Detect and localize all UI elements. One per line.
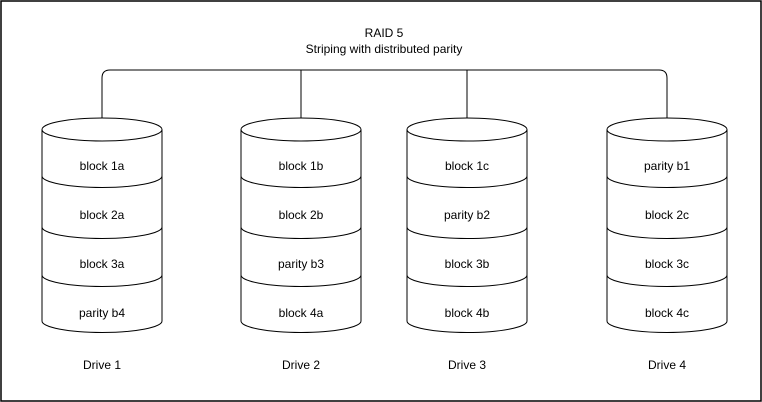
block-label: block 2a — [80, 208, 125, 222]
block-divider — [41, 226, 163, 239]
diagram-subtitle: Striping with distributed parity — [306, 42, 463, 56]
cylinder-top-ellipse — [240, 117, 362, 142]
cylinder-body — [41, 129, 163, 333]
block-label: block 4a — [279, 306, 324, 320]
block-divider — [606, 226, 728, 239]
block-divider — [41, 175, 163, 188]
block-label: parity b1 — [644, 159, 690, 173]
block-label: block 1a — [80, 159, 125, 173]
block-divider — [406, 226, 528, 239]
block-label: block 3a — [80, 257, 125, 271]
block-label: block 1c — [445, 159, 489, 173]
drive-3-cylinder: block 1c parity b2 block 3b block 4b Dri… — [406, 117, 528, 372]
cylinder-top-ellipse — [406, 117, 528, 142]
block-divider — [606, 175, 728, 188]
drive-label: Drive 3 — [448, 358, 486, 372]
block-divider — [240, 274, 362, 287]
block-label: block 4c — [645, 306, 689, 320]
cylinder-top-ellipse — [41, 117, 163, 142]
block-label: parity b4 — [79, 306, 125, 320]
block-label: parity b2 — [444, 208, 490, 222]
block-label: block 1b — [279, 159, 324, 173]
drive-label: Drive 1 — [83, 358, 121, 372]
cylinder-top-ellipse — [606, 117, 728, 142]
drive-label: Drive 4 — [648, 358, 686, 372]
drive-4-cylinder: parity b1 block 2c block 3c block 4c Dri… — [606, 117, 728, 372]
block-divider — [41, 274, 163, 287]
drive-1-cylinder: block 1a block 2a block 3a parity b4 Dri… — [41, 117, 163, 372]
cylinder-body — [606, 129, 728, 333]
block-divider — [240, 226, 362, 239]
block-label: block 3b — [445, 257, 490, 271]
block-divider — [240, 175, 362, 188]
diagram-title: RAID 5 — [365, 26, 404, 40]
drive-2-cylinder: block 1b block 2b parity b3 block 4a Dri… — [240, 117, 362, 372]
block-divider — [606, 274, 728, 287]
block-label: block 2c — [645, 208, 689, 222]
drive-label: Drive 2 — [282, 358, 320, 372]
block-divider — [406, 175, 528, 188]
block-label: block 4b — [445, 306, 490, 320]
block-label: parity b3 — [278, 257, 324, 271]
bus-connector-line — [101, 69, 668, 118]
cylinder-body — [406, 129, 528, 333]
block-label: block 2b — [279, 208, 324, 222]
block-label: block 3c — [645, 257, 689, 271]
cylinder-body — [240, 129, 362, 333]
block-divider — [406, 274, 528, 287]
